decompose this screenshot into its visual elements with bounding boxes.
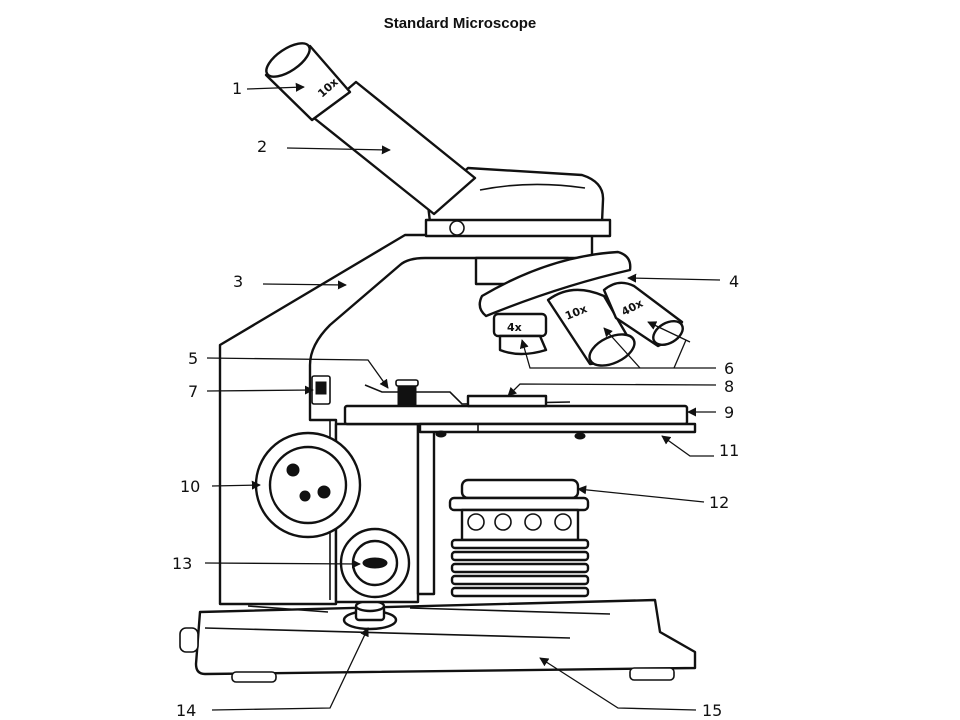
label-9: 9 <box>687 403 734 422</box>
label-2: 2 <box>257 137 391 156</box>
label-number-9: 9 <box>724 403 734 422</box>
light-intensity-knob <box>342 599 398 631</box>
label-11: 11 <box>661 435 739 460</box>
label-3: 3 <box>233 272 347 291</box>
label-15: 15 <box>539 657 722 720</box>
label-number-3: 3 <box>233 272 243 291</box>
label-number-1: 1 <box>232 79 242 98</box>
objective-lens-40x: 40x <box>602 281 684 348</box>
label-number-14: 14 <box>176 701 196 720</box>
label-14: 14 <box>176 627 369 720</box>
label-number-4: 4 <box>729 272 739 291</box>
objective-4x-label: 4x <box>507 321 522 334</box>
label-7: 7 <box>188 382 314 401</box>
eyepiece: 10x <box>264 42 352 122</box>
slide <box>466 394 548 408</box>
revolving-nosepiece <box>478 250 632 318</box>
label-5: 5 <box>188 349 389 389</box>
objective-lens-4x: 4x <box>492 312 548 356</box>
label-number-7: 7 <box>188 382 198 401</box>
fine-adjustment-knob <box>339 527 411 599</box>
label-number-10: 10 <box>180 477 200 496</box>
label-number-11: 11 <box>719 441 739 460</box>
label-12: 12 <box>577 485 729 512</box>
condenser-diaphragm <box>448 478 590 598</box>
label-10: 10 <box>180 477 261 496</box>
label-13: 13 <box>172 554 361 573</box>
label-1: 1 <box>232 79 305 98</box>
coarse-adjustment-knob <box>254 431 362 539</box>
clip-knob <box>311 375 331 405</box>
label-4: 4 <box>627 272 739 291</box>
label-8: 8 <box>507 377 734 397</box>
label-number-6: 6 <box>724 359 734 378</box>
label-6: 6 <box>519 321 734 378</box>
label-number-12: 12 <box>709 493 729 512</box>
diagram-title: Standard Microscope <box>384 15 537 32</box>
label-number-5: 5 <box>188 349 198 368</box>
base <box>179 598 697 683</box>
label-number-8: 8 <box>724 377 734 396</box>
label-number-2: 2 <box>257 137 267 156</box>
label-number-13: 13 <box>172 554 192 573</box>
label-number-15: 15 <box>702 701 722 720</box>
